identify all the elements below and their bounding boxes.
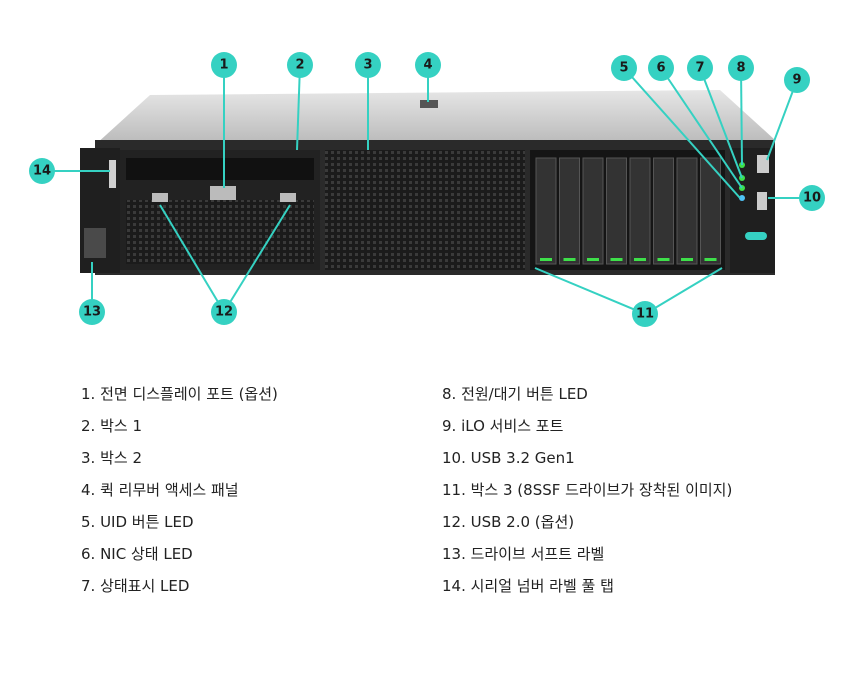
legend-item: 7. 상태표시 LED <box>81 577 190 595</box>
drive-led <box>587 258 599 261</box>
svg-text:1: 1 <box>219 58 228 73</box>
legend-item: 1. 전면 디스플레이 포트 (옵션) <box>81 385 278 403</box>
drive-bay <box>653 157 674 265</box>
drive-led <box>657 258 670 261</box>
legend-item: 9. iLO 서비스 포트 <box>442 417 564 435</box>
svg-text:2: 2 <box>295 58 304 73</box>
legend-item: 3. 박스 2 <box>81 449 142 467</box>
callout-12: 12 <box>211 299 237 325</box>
legend-item: 4. 퀵 리무버 액세스 패널 <box>81 481 239 499</box>
svg-text:12: 12 <box>215 305 233 320</box>
legend-right-column: 8. 전원/대기 버튼 LED 9. iLO 서비스 포트 10. USB 3.… <box>442 383 732 607</box>
drive-led <box>681 258 693 261</box>
drive-led <box>540 258 552 261</box>
drive-bay <box>629 157 651 265</box>
drive-led <box>610 258 623 261</box>
svg-text:7: 7 <box>695 61 704 76</box>
legend-item: 11. 박스 3 (8SSF 드라이브가 장착된 이미지) <box>442 481 733 499</box>
drive-bay <box>700 157 721 265</box>
drive-bay <box>535 157 557 265</box>
svg-text:6: 6 <box>656 61 665 76</box>
svg-text:10: 10 <box>803 191 821 206</box>
drive-support-label <box>84 228 106 258</box>
callout-3: 3 <box>355 52 381 78</box>
callout-5: 5 <box>611 55 637 81</box>
callout-7: 7 <box>687 55 713 81</box>
usb-3-port <box>757 192 767 210</box>
legend-item: 2. 박스 1 <box>81 417 142 435</box>
callout-14: 14 <box>29 158 55 184</box>
callout-4: 4 <box>415 52 441 78</box>
svg-text:4: 4 <box>423 58 432 73</box>
serial-label-tab <box>109 160 116 188</box>
callout-10: 10 <box>799 185 825 211</box>
callout-9: 9 <box>784 67 810 93</box>
svg-text:3: 3 <box>363 58 372 73</box>
callout-2: 2 <box>287 52 313 78</box>
callout-1: 1 <box>211 52 237 78</box>
callout-13: 13 <box>79 299 105 325</box>
quick-access-panel-latch <box>420 100 438 108</box>
server-illustration: 1 2 3 4 5 6 7 8 9 10 11 12 13 14 <box>29 52 825 327</box>
legend-item: 5. UID 버튼 LED <box>81 513 194 531</box>
drive-led <box>704 258 717 261</box>
ilo-service-port <box>757 155 769 173</box>
legend-left-column: 1. 전면 디스플레이 포트 (옵션) 2. 박스 1 3. 박스 2 4. 퀵… <box>81 383 278 607</box>
usb-2-port-left <box>152 193 168 202</box>
hpe-logo <box>745 232 767 240</box>
svg-text:13: 13 <box>83 305 101 320</box>
drive-led <box>563 258 576 261</box>
svg-text:5: 5 <box>619 61 628 76</box>
legend-item: 12. USB 2.0 (옵션) <box>442 513 575 531</box>
drive-bay <box>676 157 698 265</box>
top-cover <box>95 90 775 145</box>
svg-text:11: 11 <box>636 307 654 322</box>
callout-11: 11 <box>632 301 658 327</box>
legend-item: 13. 드라이브 서프트 라벨 <box>442 545 605 563</box>
callout-8: 8 <box>728 55 754 81</box>
legend-item: 6. NIC 상태 LED <box>81 545 193 563</box>
drive-bay <box>606 157 627 265</box>
legend-item: 10. USB 3.2 Gen1 <box>442 449 575 467</box>
drive-bay <box>559 157 580 265</box>
box-2 <box>325 150 525 270</box>
legend-item: 8. 전원/대기 버튼 LED <box>442 385 588 403</box>
callout-6: 6 <box>648 55 674 81</box>
svg-text:9: 9 <box>792 73 801 88</box>
usb-2-port-right <box>280 193 296 202</box>
legend-item: 14. 시리얼 넘버 라벨 풀 탭 <box>442 577 614 595</box>
svg-text:8: 8 <box>736 61 745 76</box>
svg-text:14: 14 <box>33 164 51 179</box>
drive-bay <box>582 157 604 265</box>
display-port <box>210 186 236 200</box>
drive-led <box>634 258 646 261</box>
uid-led <box>739 195 745 201</box>
